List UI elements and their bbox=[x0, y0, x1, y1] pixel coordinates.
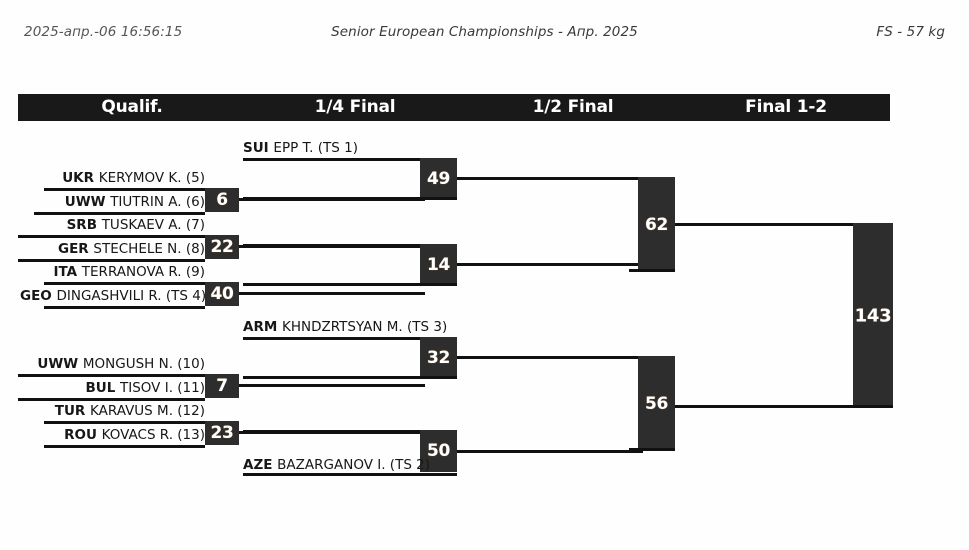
entry-quarterfinal-0[interactable]: SUI EPP T. (TS 1) bbox=[243, 138, 458, 158]
score-box-qual-1[interactable]: 6 bbox=[205, 188, 239, 212]
entry-name: MONGUSH N. (10) bbox=[82, 356, 205, 372]
meta-row: 2025-апр.-06 16:56:15 Senior European Ch… bbox=[0, 24, 969, 46]
connector-line bbox=[675, 405, 855, 408]
timestamp-label: 2025-апр.-06 16:56:15 bbox=[24, 24, 183, 40]
entry-qual-6[interactable]: UWW MONGUSH N. (10) bbox=[10, 354, 205, 374]
round-header-bar: Qualif. 1/4 Final 1/2 Final Final 1-2 bbox=[18, 94, 890, 121]
entry-underline bbox=[243, 473, 457, 476]
entry-country: UWW bbox=[64, 194, 111, 210]
connector-line bbox=[239, 384, 425, 387]
entry-underline bbox=[243, 376, 457, 379]
entry-country: UWW bbox=[37, 356, 83, 372]
entry-underline bbox=[243, 283, 457, 286]
entry-underline bbox=[243, 244, 457, 247]
entry-name: KOVACS R. (13) bbox=[101, 427, 205, 443]
entry-name: TUSKAEV A. (7) bbox=[101, 217, 205, 233]
entry-qual-4[interactable]: ITA TERRANOVA R. (9) bbox=[20, 262, 205, 282]
entry-country: GER bbox=[57, 241, 94, 257]
entry-name: KHNDZRTSYAN M. (TS 3) bbox=[281, 319, 448, 335]
entry-country: SUI bbox=[243, 140, 274, 156]
entry-qual-5[interactable]: GEO DINGASHVILI R. (TS 4) bbox=[20, 286, 205, 306]
entry-country: ARM bbox=[243, 319, 282, 335]
entry-name: KARAVUS M. (12) bbox=[90, 403, 205, 419]
connector-line bbox=[457, 450, 643, 453]
round-header-quarterfinal: 1/4 Final bbox=[314, 97, 396, 117]
entry-quarterfinal-2[interactable]: ARM KHNDZRTSYAN M. (TS 3) bbox=[243, 317, 458, 337]
entry-country: ROU bbox=[64, 427, 102, 443]
score-box-quarterfinal-2[interactable]: 32 bbox=[420, 337, 457, 379]
entry-underline bbox=[44, 188, 205, 191]
entry-name: EPP T. (TS 1) bbox=[273, 140, 358, 156]
entry-underline bbox=[18, 398, 205, 401]
entry-country: SRB bbox=[66, 217, 102, 233]
entry-qual-7[interactable]: BUL TISOV I. (11) bbox=[10, 378, 205, 398]
entry-underline bbox=[243, 197, 457, 200]
connector-line bbox=[675, 223, 855, 226]
entry-name: TERRANOVA R. (9) bbox=[81, 264, 205, 280]
entry-underline bbox=[845, 405, 893, 408]
event-title: Senior European Championships - Апр. 202… bbox=[331, 24, 638, 40]
entry-underline bbox=[44, 306, 205, 309]
entry-name: BAZARGANOV I. (TS 2) bbox=[277, 457, 431, 473]
connector-line bbox=[457, 177, 643, 180]
connector-line bbox=[239, 292, 425, 295]
entry-country: TUR bbox=[54, 403, 91, 419]
score-box-qual-9[interactable]: 23 bbox=[205, 421, 239, 445]
entry-country: BUL bbox=[85, 380, 120, 396]
entry-underline bbox=[243, 158, 457, 161]
entry-underline bbox=[34, 212, 205, 215]
entry-country: AZE bbox=[243, 457, 278, 473]
connector-line bbox=[457, 263, 643, 266]
entry-qual-0[interactable]: UKR KERYMOV K. (5) bbox=[20, 168, 205, 188]
score-box-semifinal-1[interactable]: 56 bbox=[638, 356, 675, 451]
score-box-qual-3[interactable]: 22 bbox=[205, 235, 239, 259]
connector-line bbox=[457, 356, 643, 359]
entry-name: TISOV I. (11) bbox=[120, 380, 205, 396]
entry-underline bbox=[243, 430, 457, 433]
entry-underline bbox=[18, 374, 205, 377]
score-box-final-0[interactable]: 143 bbox=[853, 223, 893, 408]
entry-underline bbox=[44, 421, 205, 424]
entry-country: UKR bbox=[62, 170, 99, 186]
entry-qual-2[interactable]: SRB TUSKAEV A. (7) bbox=[10, 215, 205, 235]
entry-quarterfinal-3[interactable]: AZE BAZARGANOV I. (TS 2) bbox=[243, 455, 458, 475]
entry-underline bbox=[44, 282, 205, 285]
entry-qual-8[interactable]: TUR KARAVUS M. (12) bbox=[20, 401, 205, 421]
entry-underline bbox=[18, 235, 205, 238]
score-box-qual-5[interactable]: 40 bbox=[205, 282, 239, 306]
entry-qual-3[interactable]: GER STECHELE N. (8) bbox=[10, 239, 205, 259]
entry-qual-1[interactable]: UWW TIUTRIN A. (6) bbox=[20, 192, 205, 212]
round-header-semifinal: 1/2 Final bbox=[532, 97, 614, 117]
round-header-final: Final 1-2 bbox=[745, 97, 827, 117]
score-box-quarterfinal-3[interactable]: 50 bbox=[420, 430, 457, 472]
entry-name: DINGASHVILI R. (TS 4) bbox=[56, 288, 205, 304]
entry-underline bbox=[18, 259, 205, 262]
entry-underline bbox=[44, 445, 205, 448]
entry-country: GEO bbox=[20, 288, 57, 304]
score-box-semifinal-0[interactable]: 62 bbox=[638, 177, 675, 272]
entry-name: TIUTRIN A. (6) bbox=[110, 194, 205, 210]
score-box-quarterfinal-1[interactable]: 14 bbox=[420, 244, 457, 286]
score-box-qual-7[interactable]: 7 bbox=[205, 374, 239, 398]
entry-underline bbox=[629, 269, 675, 272]
round-header-qualif: Qualif. bbox=[101, 97, 163, 117]
entry-country: ITA bbox=[53, 264, 82, 280]
entry-underline bbox=[243, 337, 457, 340]
entry-name: KERYMOV K. (5) bbox=[98, 170, 205, 186]
entry-name: STECHELE N. (8) bbox=[93, 241, 205, 257]
weight-class-label: FS - 57 kg bbox=[876, 24, 945, 40]
entry-underline bbox=[629, 448, 675, 451]
entry-qual-9[interactable]: ROU KOVACS R. (13) bbox=[20, 425, 205, 445]
score-box-quarterfinal-0[interactable]: 49 bbox=[420, 158, 457, 200]
